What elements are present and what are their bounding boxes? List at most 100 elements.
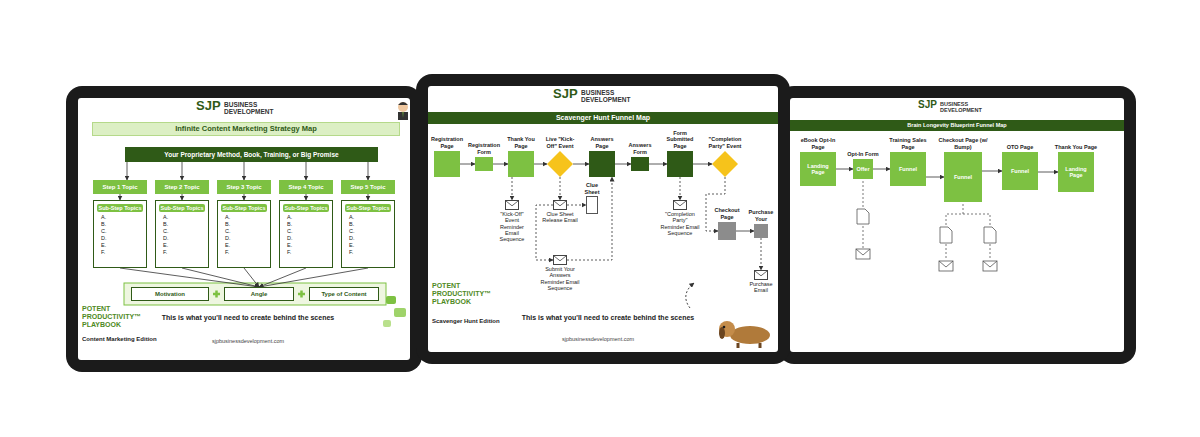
tablet-text: sjpbusinessdevelopment.com: [538, 336, 658, 342]
envelope-flap: [554, 201, 566, 209]
asset-icons: [983, 261, 997, 267]
asset-icons: [983, 261, 997, 271]
diamond-shape: [712, 151, 738, 177]
social-icons: [394, 308, 406, 317]
label-band: Type of Content: [309, 287, 379, 301]
asset-icons: [856, 249, 870, 255]
label-band: Angle: [224, 287, 294, 301]
funnel-page: Form Submitted Page: [667, 151, 693, 177]
flow-arrow: [1038, 172, 1058, 173]
funnel-page: eBook Opt-In PageLanding Page: [800, 152, 836, 186]
flow-arrow: [259, 268, 368, 287]
sub-step-box: Sub-Step TopicsA. B. C. D. E. F.: [341, 200, 395, 268]
cartoon-man: [403, 112, 404, 118]
label-band: Step 4 Topic: [279, 180, 333, 194]
diamond-outline: [547, 151, 573, 177]
sub-step-list: A. B. C. D. E. F.: [287, 214, 297, 255]
dashed-connector: [680, 177, 681, 200]
tablet-frame: [428, 86, 778, 352]
tablet-text: SJP: [196, 99, 226, 114]
email-icon: Clue Sheet Release Email: [553, 200, 567, 210]
social-icons: [383, 296, 406, 327]
label-band: Infinite Content Marketing Strategy Map: [92, 122, 400, 136]
asset-icons: [939, 261, 953, 267]
event-diamond: Live "Kick-Off" Event: [547, 151, 573, 177]
tablet-frame: [78, 98, 410, 360]
tablet-text: BUSINESS DEVELOPMENT: [940, 101, 986, 114]
dashed-connector: [560, 177, 561, 200]
page-type: Funnel: [954, 174, 972, 180]
email-icon: "Kick-Off" Event Reminder Email Sequence: [505, 200, 519, 210]
page-heading: eBook Opt-In Page: [796, 137, 840, 150]
page-heading: Checkout Page (w/ Bump): [938, 137, 988, 150]
flow-arrow: [244, 162, 245, 180]
label-band: Motivation: [131, 287, 209, 301]
flow-arrow: [127, 162, 128, 180]
dashed-connector: [761, 238, 762, 270]
page-heading: "Completion Party" Event: [706, 136, 744, 149]
email-caption: "Completion Party" Reminder Email Sequen…: [660, 211, 700, 236]
page-heading: Answers Form: [623, 142, 657, 155]
flow-arrow: [244, 268, 259, 287]
tablet-frame: [790, 98, 1124, 352]
sub-step-box: Sub-Step TopicsA. B. C. D. E. F.: [217, 200, 271, 268]
tablet-text: SJP: [553, 87, 583, 102]
curved-arrow: [686, 283, 694, 308]
flow-arrow: [259, 268, 306, 287]
envelope-flap: [554, 201, 566, 206]
tablet-text: Content Marketing Edition: [82, 336, 182, 343]
envelope-flap: [506, 201, 518, 209]
funnel-page: Purchase Your: [754, 224, 768, 238]
sub-step-pill: Sub-Step Topics: [159, 204, 205, 212]
flow-arrow: [736, 231, 754, 232]
flow-arrow: [982, 171, 1002, 172]
page-type: Landing Page: [1060, 166, 1092, 179]
page-heading: Form Submitted Page: [663, 130, 697, 149]
flow-arrow: [306, 162, 307, 180]
envelope-flap: [506, 201, 518, 206]
page-heading: Training Sales Page: [886, 137, 930, 150]
funnel-page: Answers Form: [631, 157, 649, 171]
label-band: Step 1 Topic: [93, 180, 147, 194]
label-band: Step 2 Topic: [155, 180, 209, 194]
asset-icons: [946, 204, 990, 260]
band-label: Your Proprietary Method, Book, Training,…: [164, 151, 338, 158]
envelope-flap: [755, 271, 767, 279]
funnel-page: OTO PageFunnel: [1002, 152, 1038, 190]
email-caption: Purchase Email: [746, 281, 776, 294]
flow-arrow: [873, 169, 890, 170]
email-caption: Clue Sheet Release Email: [542, 211, 578, 224]
dog-illustration: [730, 326, 770, 344]
band-label: Step 1 Topic: [102, 184, 137, 191]
funnel-page: Opt-In FormOffer: [853, 159, 873, 179]
band-label: Motivation: [155, 291, 185, 298]
funnel-page: Thank You Page: [508, 151, 534, 177]
diamond-shape: [547, 151, 573, 177]
asset-icons: [939, 261, 953, 271]
tablet-frame: [778, 86, 1136, 364]
band-label: Infinite Content Marketing Strategy Map: [175, 125, 317, 134]
dog-illustration: [719, 327, 725, 339]
flow-arrow: [693, 164, 712, 165]
email-icon: Purchase Email: [754, 270, 768, 280]
funnel-page: Registration Form: [475, 157, 493, 171]
cartoon-man: [398, 112, 408, 120]
page-heading: Registration Page: [430, 136, 464, 149]
curved-arrow: [686, 283, 694, 308]
funnel-page: Checkout Page (w/ Bump)Funnel: [944, 152, 982, 202]
formula-bar: [124, 283, 386, 305]
page-heading: Checkout Page: [712, 207, 742, 220]
dashed-connector: [512, 177, 513, 200]
tablet-text: POTENT PRODUCTIVITY™ PLAYBOOK: [82, 305, 148, 329]
flow-arrow: [368, 162, 369, 180]
asset-icons: [940, 227, 952, 243]
label-band: Step 5 Topic: [341, 180, 395, 194]
tablet-frame: [416, 74, 790, 364]
funnel-page: Training Sales PageFunnel: [890, 152, 926, 186]
flow-arrow: [926, 177, 944, 178]
sub-step-box: Sub-Step TopicsA. B. C. D. E. F.: [93, 200, 147, 268]
envelope-flap: [554, 256, 566, 264]
funnel-page: Registration Page: [434, 151, 460, 177]
sub-step-list: A. B. C. D. E. F.: [163, 214, 173, 255]
